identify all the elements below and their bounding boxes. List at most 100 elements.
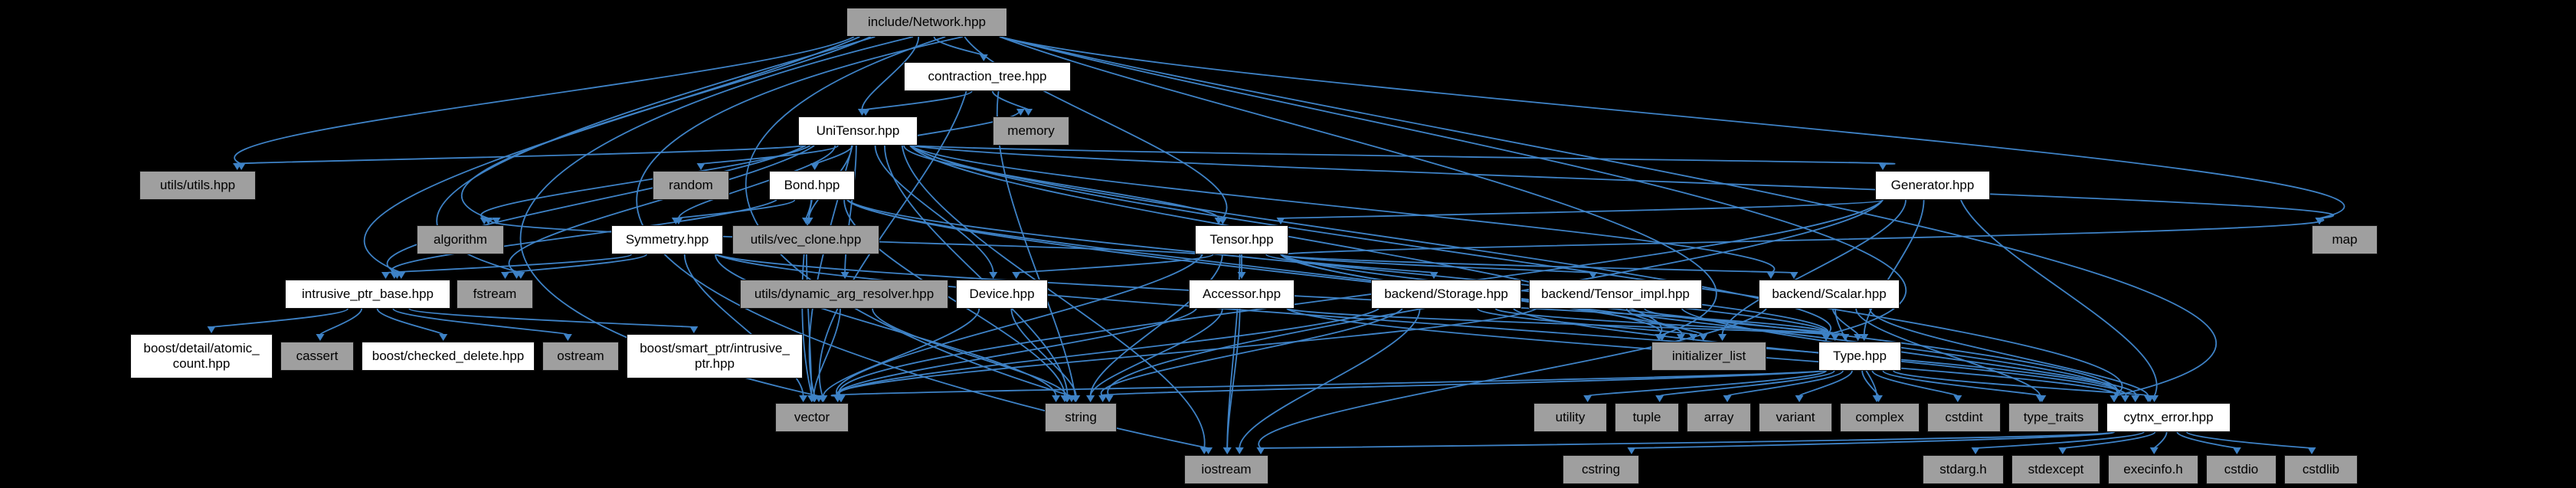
edge-type-complex	[1861, 370, 1880, 397]
node-tensor[interactable]: Tensor.hpp	[1195, 225, 1288, 254]
edge-generator-init_list	[1721, 199, 1907, 336]
arrowhead-cytnx_error-stdexcept	[2058, 447, 2067, 454]
edge-unitensor-tensor	[903, 145, 1219, 219]
node-unitensor[interactable]: UniTensor.hpp	[798, 116, 918, 146]
arrowhead-bond-symmetry	[671, 218, 680, 224]
node-ipb[interactable]: intrusive_ptr_base.hpp	[285, 280, 450, 309]
node-algorithm: algorithm	[417, 225, 504, 254]
node-label-algorithm: algorithm	[434, 231, 487, 247]
node-stdexcept: stdexcept	[2011, 455, 2100, 484]
node-label-cassert: cassert	[296, 348, 339, 363]
node-smart_ptr[interactable]: boost/smart_ptr/intrusive_ ptr.hpp	[627, 334, 803, 378]
node-map: map	[2312, 225, 2378, 254]
edge-network-unitensor	[861, 36, 920, 110]
node-label-type_traits: type_traits	[2023, 409, 2084, 424]
arrowhead-unitensor-memory	[1016, 109, 1025, 116]
arrowhead-type-cstdint	[1953, 395, 1962, 402]
node-label-storage: backend/Storage.hpp	[1384, 286, 1508, 301]
node-ctree[interactable]: contraction_tree.hpp	[904, 62, 1071, 91]
node-cstdint: cstdint	[1927, 403, 2001, 432]
node-label-ipb: intrusive_ptr_base.hpp	[301, 286, 434, 301]
node-label-tensor: Tensor.hpp	[1209, 231, 1274, 247]
arrowhead-ctree-memory	[1024, 109, 1033, 116]
edge-ipb-smart_ptr	[408, 308, 695, 328]
arrowhead-ctree-unitensor	[861, 109, 870, 116]
arrowhead-bond-ipb	[390, 272, 399, 279]
node-label-ostream: ostream	[557, 348, 604, 363]
node-array: array	[1687, 403, 1751, 432]
node-bond[interactable]: Bond.hpp	[769, 171, 855, 200]
node-label-cstdint: cstdint	[1945, 409, 1983, 424]
node-storage[interactable]: backend/Storage.hpp	[1371, 280, 1521, 309]
edge-unitensor-map	[909, 145, 2335, 219]
node-cstdio: cstdio	[2206, 455, 2277, 484]
arrowhead-symmetry-vector	[799, 395, 808, 402]
node-symmetry[interactable]: Symmetry.hpp	[611, 225, 723, 254]
edge-tensor-device	[1015, 254, 1214, 273]
edge-type-array	[1727, 370, 1844, 397]
arrowhead-type-cytnx_error	[2146, 395, 2155, 402]
edge-unitensor-fstream	[508, 145, 815, 273]
node-tensor_impl[interactable]: backend/Tensor_impl.hpp	[1529, 280, 1702, 309]
node-cytnx_error[interactable]: cytnx_error.hpp	[2106, 403, 2231, 432]
node-generator[interactable]: Generator.hpp	[1875, 171, 1990, 200]
arrowhead-tensor_impl-init_list	[1699, 334, 1708, 341]
node-device[interactable]: Device.hpp	[956, 280, 1048, 309]
arrowhead-cytnx_error-cstdlib	[2307, 447, 2316, 454]
node-checked_delete[interactable]: boost/checked_delete.hpp	[362, 342, 535, 371]
node-type[interactable]: Type.hpp	[1818, 342, 1901, 371]
edge-symmetry-vector	[683, 254, 804, 397]
edge-network-ctree	[933, 36, 985, 56]
arrowhead-tensor-device	[1012, 272, 1021, 279]
arrowhead-storage-string	[1098, 395, 1108, 402]
arrowhead-unitensor-algorithm	[480, 218, 489, 224]
edge-network-cytnx_error	[999, 36, 2217, 397]
edge-tensor_impl-cytnx_error	[1681, 308, 2136, 397]
node-utility: utility	[1533, 403, 1607, 432]
node-label-stdarg: stdarg.h	[1939, 461, 1987, 477]
edge-scalar-cytnx_error	[1869, 308, 2149, 397]
arrowhead-storage-cytnx_error	[2120, 395, 2129, 402]
edge-tensor-scalar	[1280, 254, 1795, 273]
arrowhead-symmetry-fstream	[501, 272, 509, 279]
node-accessor[interactable]: Accessor.hpp	[1189, 280, 1295, 309]
edge-symmetry-type	[715, 254, 1830, 336]
node-memory: memory	[993, 116, 1069, 146]
arrowhead-ipb-smart_ptr	[689, 326, 699, 333]
node-label-cstring: cstring	[1581, 461, 1621, 477]
arrowhead-unitensor-fstream	[512, 272, 521, 279]
arrowhead-cytnx_error-iostream	[1256, 447, 1265, 454]
edge-cytnx_error-execinfo	[2153, 431, 2168, 449]
arrowhead-unitensor-scalar	[1766, 272, 1776, 279]
arrowhead-device-vector	[819, 395, 828, 402]
edge-tensor_impl-init_list	[1625, 308, 1704, 336]
edge-tensor-tensor_impl	[1280, 254, 1594, 273]
arrowhead-tensor-map	[2315, 218, 2324, 224]
arrowhead-tensor-algorithm	[492, 218, 501, 224]
edge-ctree-unitensor	[865, 90, 973, 110]
node-label-stdexcept: stdexcept	[2028, 461, 2084, 477]
arrowhead-type-complex	[1874, 395, 1883, 402]
edge-symmetry-string	[715, 254, 1057, 397]
edge-storage-init_list	[1477, 308, 1694, 336]
node-label-memory: memory	[1007, 123, 1055, 138]
node-vector: vector	[775, 403, 849, 432]
edge-storage-iostream	[1239, 308, 1421, 449]
node-scalar[interactable]: backend/Scalar.hpp	[1759, 280, 1900, 309]
node-cassert: cassert	[280, 342, 354, 371]
node-network: include/Network.hpp	[846, 8, 1007, 37]
node-complex: complex	[1840, 403, 1920, 432]
node-atomic_count[interactable]: boost/detail/atomic_ count.hpp	[130, 334, 273, 378]
edge-cytnx_error-cstring	[1631, 431, 2115, 449]
arrowhead-storage-type	[1831, 334, 1840, 341]
edge-network-tensor	[964, 36, 1228, 219]
edge-type-tuple	[1658, 370, 1835, 397]
arrowhead-unitensor-generator	[1878, 163, 1887, 170]
arrowhead-accessor-iostream	[1223, 447, 1232, 454]
edge-accessor-iostream	[1226, 308, 1241, 449]
node-label-variant: variant	[1776, 409, 1815, 424]
node-label-bond: Bond.hpp	[784, 177, 840, 192]
edge-network-utils_utils	[234, 36, 855, 165]
